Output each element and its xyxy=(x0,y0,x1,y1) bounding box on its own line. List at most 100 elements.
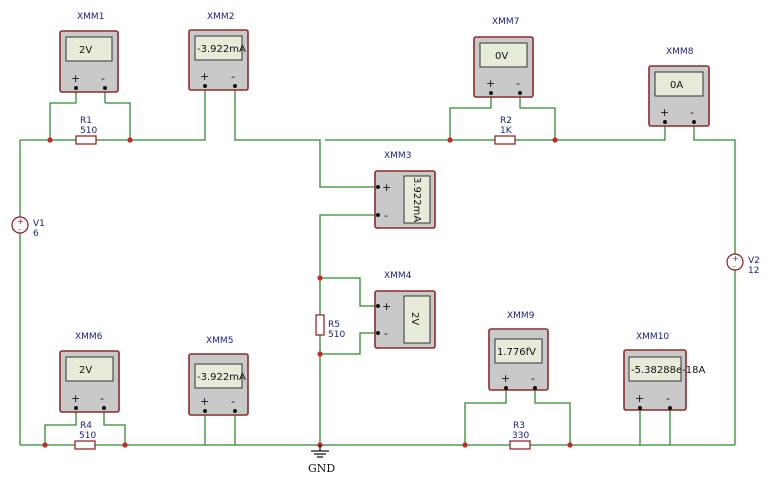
meter-plus-sign: + xyxy=(200,395,209,408)
junctions xyxy=(42,137,573,448)
source-minus-sign: - xyxy=(733,262,736,271)
source-plus-sign: + xyxy=(17,217,24,226)
voltage-source-v1[interactable]: + - V1 6 xyxy=(11,216,45,239)
resistor-r5[interactable]: R5 510 xyxy=(315,314,345,340)
meter-name: XMM2 xyxy=(207,12,234,22)
junction xyxy=(447,137,453,143)
meter-minus-sign: - xyxy=(231,70,235,83)
meter-pin-plus[interactable] xyxy=(376,304,380,308)
meter-display xyxy=(194,363,243,389)
meter-name: XMM1 xyxy=(77,12,104,22)
meter-pin-minus[interactable] xyxy=(668,406,672,410)
meter-pin-minus[interactable] xyxy=(376,213,380,217)
meter-display xyxy=(65,356,114,382)
meter-display xyxy=(403,295,431,344)
multimeter-xmm9[interactable]: XMM9 1.776fV + - xyxy=(488,311,549,391)
meter-plus-sign: + xyxy=(501,372,510,385)
multimeter-xmm7[interactable]: XMM7 0V + - xyxy=(473,17,534,98)
multimeter-xmm3[interactable]: XMM3 3.922mA + - xyxy=(374,151,436,229)
multimeter-xmm5[interactable]: XMM5 -3.922mA + - xyxy=(188,336,249,416)
multimeter-xmm6[interactable]: XMM6 2V + - xyxy=(59,332,120,413)
meter-reading: -3.922mA xyxy=(197,44,246,55)
wire-xmm1-plus xyxy=(49,90,77,140)
meter-name: XMM4 xyxy=(384,271,412,281)
resistor-value: 510 xyxy=(80,126,97,136)
meter-name: XMM3 xyxy=(384,151,411,161)
meter-minus-sign: - xyxy=(384,327,388,340)
meter-plus-sign: + xyxy=(71,392,80,405)
wire-xmm7-minus xyxy=(519,95,556,140)
multimeter-xmm2[interactable]: XMM2 -3.922mA + - xyxy=(188,12,249,91)
meter-minus-sign: - xyxy=(231,395,235,408)
resistor-value: 510 xyxy=(328,330,345,340)
meter-pin-plus[interactable] xyxy=(376,185,380,189)
resistor-r4[interactable]: R4 510 xyxy=(74,421,96,450)
meter-pin-minus[interactable] xyxy=(518,91,522,95)
wire-r5-bot-to-xmm4 xyxy=(320,332,376,355)
wire-xmm8-minus xyxy=(693,124,736,445)
wires xyxy=(19,88,736,446)
meter-pin-minus[interactable] xyxy=(103,86,107,90)
resistor-r1[interactable]: R1 510 xyxy=(75,116,97,145)
meter-minus-sign: - xyxy=(101,72,105,85)
meter-pin-plus[interactable] xyxy=(203,84,207,88)
meter-pin-plus[interactable] xyxy=(203,409,207,413)
resistor-body xyxy=(315,314,325,336)
resistor-body xyxy=(494,135,516,145)
source-name: V1 xyxy=(33,219,45,229)
meter-reading: 0V xyxy=(495,51,508,62)
wire-xmm6-minus xyxy=(103,412,126,445)
multimeter-xmm10[interactable]: XMM10 -5.38288e-18A + - xyxy=(623,332,705,411)
meter-reading: 2V xyxy=(79,45,92,56)
meter-display xyxy=(628,356,682,382)
resistor-name: R1 xyxy=(80,116,92,126)
meter-pin-minus[interactable] xyxy=(102,406,106,410)
meter-pin-minus[interactable] xyxy=(376,331,380,335)
meter-plus-sign: + xyxy=(71,72,80,85)
meter-minus-sign: - xyxy=(384,209,388,222)
resistor-value: 330 xyxy=(512,431,529,441)
meter-plus-sign: + xyxy=(200,70,209,83)
junction xyxy=(127,137,133,143)
meter-pin-minus[interactable] xyxy=(533,386,537,390)
meter-pin-plus[interactable] xyxy=(663,120,667,124)
junction xyxy=(122,442,128,448)
ground-label: GND xyxy=(308,462,335,475)
source-value: 6 xyxy=(33,229,39,239)
meter-minus-sign: - xyxy=(690,106,694,119)
wire-r2-line xyxy=(325,124,666,141)
meter-name: XMM6 xyxy=(75,332,103,342)
voltage-source-v2[interactable]: + - V2 12 xyxy=(726,253,760,276)
meter-name: XMM10 xyxy=(636,332,669,342)
meter-pin-plus[interactable] xyxy=(504,386,508,390)
meter-pin-plus[interactable] xyxy=(74,86,78,90)
wire-xmm9-minus xyxy=(534,390,571,445)
junction xyxy=(47,137,53,143)
multimeter-xmm4[interactable]: XMM4 2V + - xyxy=(374,271,436,349)
meter-name: XMM7 xyxy=(492,17,519,27)
wire-xmm6-plus xyxy=(44,412,77,445)
meter-pin-plus[interactable] xyxy=(638,406,642,410)
meter-pin-minus[interactable] xyxy=(233,84,237,88)
junction xyxy=(317,351,323,357)
multimeter-xmm8[interactable]: XMM8 0A + - xyxy=(648,47,710,127)
multimeter-xmm1[interactable]: XMM1 2V + - xyxy=(59,12,119,93)
meter-pin-minus[interactable] xyxy=(233,409,237,413)
meter-minus-sign: - xyxy=(100,392,104,405)
meter-display xyxy=(194,35,243,61)
resistor-r2[interactable]: R2 1K xyxy=(494,116,516,145)
meter-reading: 2V xyxy=(409,312,420,325)
resistor-name: R4 xyxy=(80,421,92,431)
meter-minus-sign: - xyxy=(516,77,520,90)
resistor-value: 1K xyxy=(500,126,513,136)
meter-reading: -5.38288e-18A xyxy=(631,365,705,376)
meter-pin-minus[interactable] xyxy=(692,120,696,124)
meter-pin-plus[interactable] xyxy=(489,91,493,95)
meter-pin-plus[interactable] xyxy=(74,406,78,410)
resistor-body xyxy=(75,135,97,145)
junction xyxy=(552,137,558,143)
meter-minus-sign: - xyxy=(531,372,535,385)
resistor-r3[interactable]: R3 330 xyxy=(509,421,531,450)
meter-plus-sign: + xyxy=(635,392,644,405)
